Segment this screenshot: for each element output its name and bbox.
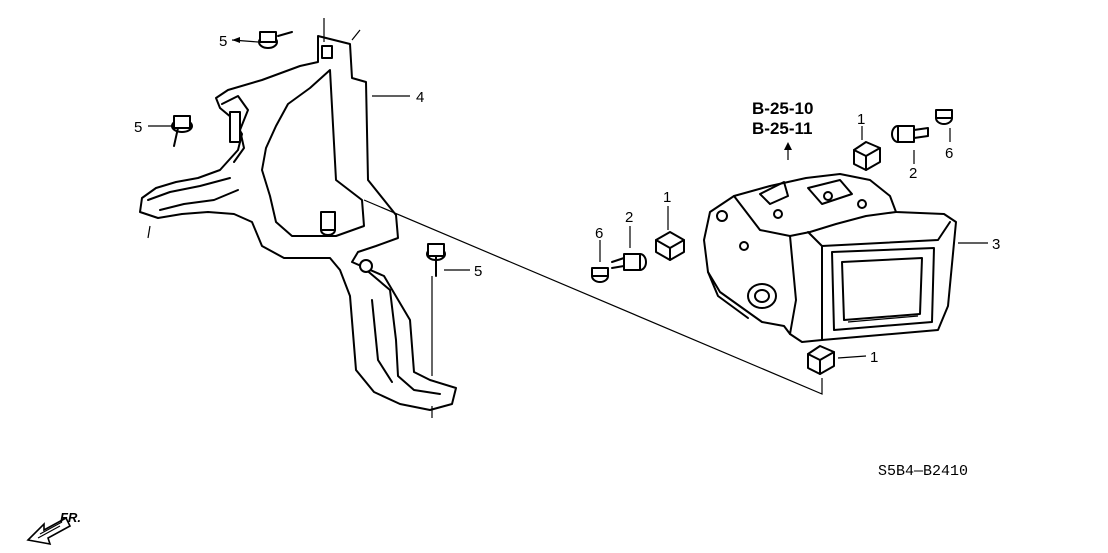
nut-part-6-upper [935, 109, 953, 125]
bolt-part-5-top [258, 31, 293, 49]
bolt-part-5-mid [426, 243, 446, 277]
leader-lines [147, 18, 988, 418]
stud-part-2-mid [611, 253, 647, 271]
callout-6-upper: 6 [945, 145, 953, 162]
callout-4: 4 [416, 89, 424, 106]
bracket-part-4 [139, 35, 457, 411]
nut-part-6-mid [591, 267, 609, 283]
callout-2-mid: 2 [625, 209, 633, 226]
callout-1-mid: 1 [663, 189, 671, 206]
callout-5-top: 5 [219, 33, 227, 50]
modulator-unit-part-3 [703, 173, 957, 343]
stud-part-2-upper [891, 125, 929, 143]
nut-part-1-mid [655, 231, 685, 261]
callout-1-lower: 1 [870, 349, 878, 366]
callout-2-upper: 2 [909, 165, 917, 182]
diagram-code: S5B4—B2410 [878, 463, 968, 480]
callout-labels: 5 5 4 5 1 2 6 6 2 1 3 1 [134, 33, 1000, 366]
front-arrow-icon: FR. [26, 510, 81, 546]
nut-part-1-lower [807, 345, 835, 375]
callout-1-upper: 1 [857, 111, 865, 128]
callout-5-mid: 5 [474, 263, 482, 280]
reference-code: B-25-11 [752, 119, 812, 138]
front-label: FR. [60, 510, 81, 525]
bolt-part-5-left [171, 115, 193, 147]
reference-code: B-25-10 [752, 99, 813, 118]
reference-codes: B-25-10 B-25-11 [752, 99, 813, 138]
callout-6-mid: 6 [595, 225, 603, 242]
callout-3: 3 [992, 236, 1000, 253]
nut-part-1-upper [853, 141, 881, 171]
callout-5-left: 5 [134, 119, 142, 136]
